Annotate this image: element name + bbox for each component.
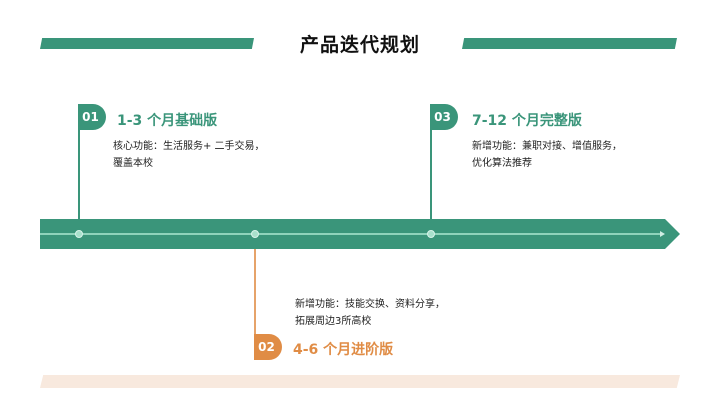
timeline-arrow-bar [40, 219, 680, 249]
phase-3-stem [430, 104, 432, 234]
timeline-dot-3 [427, 230, 435, 238]
footer-decor-bar [40, 375, 680, 388]
phase-3-desc-line2: 优化算法推荐 [472, 158, 532, 169]
phase-2-desc-line2: 拓展周边3所高校 [295, 316, 372, 327]
phase-1-desc-line2: 覆盖本校 [113, 158, 153, 169]
timeline-dot-2 [251, 230, 259, 238]
phase-3-desc-line1: 新增功能：兼职对接、增值服务， [472, 141, 622, 152]
phase-3-badge: 03 [430, 104, 458, 130]
phase-3-title: 7-12 个月完整版 [472, 113, 582, 129]
title-decor-left [40, 38, 254, 49]
timeline-line [40, 233, 662, 235]
phase-1-desc-line1: 核心功能：生活服务+ 二手交易， [113, 141, 265, 152]
phase-2-stem [254, 249, 256, 334]
phase-1-stem [78, 104, 80, 234]
phase-2-desc-line1: 新增功能：技能交换、资料分享， [295, 299, 445, 310]
phase-2-badge: 02 [254, 334, 282, 360]
page-title: 产品迭代规划 [299, 34, 420, 56]
phase-2-title: 4-6 个月进阶版 [293, 342, 394, 358]
timeline-dot-1 [75, 230, 83, 238]
title-decor-right [462, 38, 677, 49]
timeline-arrowhead-icon [660, 231, 665, 237]
phase-1-title: 1-3 个月基础版 [117, 113, 218, 129]
phase-1-badge: 01 [78, 104, 106, 130]
